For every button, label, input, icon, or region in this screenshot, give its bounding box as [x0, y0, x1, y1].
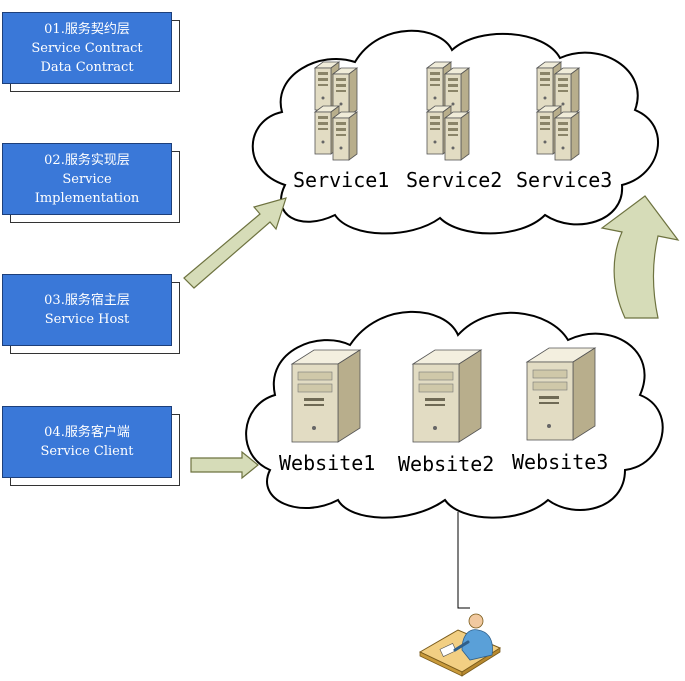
layer-box-face: 02.服务实现层 Service Implementation [2, 143, 172, 215]
service-label: Service1 [293, 168, 389, 192]
layer-title: 01.服务契约层 [44, 21, 130, 37]
layer-box-service-client: 04.服务客户端 Service Client [2, 406, 180, 486]
layer-subtitle: Service [62, 171, 112, 187]
layer-subtitle: Implementation [34, 190, 140, 206]
website-label: Website1 [279, 451, 375, 475]
website-server-icon [412, 349, 482, 443]
layer-subtitle: Service Client [40, 444, 134, 459]
service-label: Service2 [406, 168, 502, 192]
service-server-icon [537, 62, 579, 160]
layer-subtitle: Service Contract [31, 40, 143, 56]
host-to-service-arrow [183, 197, 287, 289]
service-server-icon [427, 62, 469, 160]
layer-box-face: 01.服务契约层 Service Contract Data Contract [2, 12, 172, 84]
layer-title: 04.服务客户端 [44, 425, 130, 440]
user-at-desk-icon [418, 613, 502, 677]
website-to-service-arrow [600, 195, 680, 319]
service-label: Service3 [516, 168, 612, 192]
layer-box-face: 03.服务宿主层 Service Host [2, 274, 172, 346]
website-server-icon [291, 349, 361, 443]
layer-box-service-implementation: 02.服务实现层 Service Implementation [2, 143, 180, 223]
layer-subtitle: Service Host [44, 312, 130, 327]
user-connector-line [457, 512, 470, 609]
layer-box-service-host: 03.服务宿主层 Service Host [2, 274, 180, 354]
layer-subtitle: Data Contract [40, 59, 134, 75]
layer-title: 03.服务宿主层 [44, 293, 130, 308]
layer-box-service-contract: 01.服务契约层 Service Contract Data Contract [2, 12, 180, 92]
client-to-website-arrow [190, 450, 259, 480]
website-server-icon [526, 347, 596, 441]
layer-box-face: 04.服务客户端 Service Client [2, 406, 172, 478]
website-label: Website2 [398, 452, 494, 476]
layer-title: 02.服务实现层 [44, 152, 130, 168]
website-label: Website3 [512, 450, 608, 474]
service-server-icon [315, 62, 357, 160]
